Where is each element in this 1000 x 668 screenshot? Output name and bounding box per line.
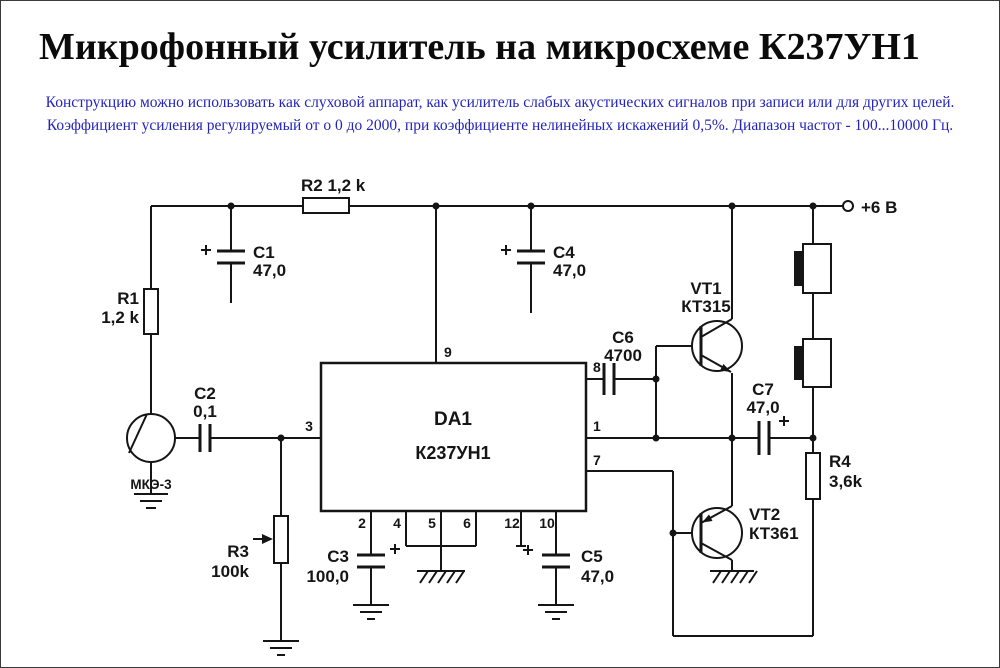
c3-value: 100,0 [306,567,349,586]
pin-7: 7 [593,452,601,468]
pin-12: 12 [504,515,520,531]
c2-name: C2 [194,384,216,403]
ic-da1: DA1 К237УН1 9 3 8 1 7 2 4 5 6 12 10 [305,206,601,531]
pin-2: 2 [358,515,366,531]
pin-9: 9 [444,344,452,360]
vt1-part: КТ315 [681,297,731,316]
c7-polarity-plus [779,416,789,426]
pin-3: 3 [305,418,313,434]
ic-name: DA1 [434,409,472,430]
c1-value: 47,0 [253,261,286,280]
transistor-vt2: VT2 КТ361 [586,438,813,637]
c2-value: 0,1 [193,402,217,421]
c1-name: C1 [253,243,275,262]
capacitor-c5: C5 47,0 [523,511,614,620]
resistor-r1: R1 1,2 k [101,206,159,414]
potentiometer-r3: R3 100k [211,438,299,656]
r4-value: 3,6k [829,472,863,491]
pin-8: 8 [593,359,601,375]
page-title: Микрофонный усилитель на микросхеме К237… [39,26,920,68]
capacitor-c1: C1 47,0 [201,206,286,303]
vt2-part: КТ361 [749,524,799,543]
mic-label: МКЭ-3 [130,477,172,492]
capacitor-c3: C3 100,0 [306,511,400,620]
capacitor-c6: C6 4700 [586,328,701,442]
ic-part: К237УН1 [415,443,490,463]
r3-name: R3 [227,542,249,561]
resistor-r4: R4 3,6k [805,438,863,636]
pin-1: 1 [593,418,601,434]
c6-value: 4700 [604,346,642,365]
c4-name: C4 [553,243,575,262]
pin-4: 4 [393,515,401,531]
power-rail: +6 В [151,198,897,217]
c6-name: C6 [612,328,634,347]
pin-10: 10 [539,515,555,531]
phone-capsule-1 [802,243,832,294]
phone-capsule-2 [802,338,832,388]
capacitor-c2: C2 0,1 [175,384,321,452]
c7-name: C7 [752,380,774,399]
c5-name: C5 [581,547,603,566]
r1-name: R1 [117,289,139,308]
r4-name: R4 [829,452,851,471]
description: Конструкцию можно использовать как слухо… [1,91,999,137]
speaker-load [794,206,832,438]
description-line-1: Конструкцию можно использовать как слухо… [45,94,955,111]
resistor-r2: R2 1,2 k [301,176,366,214]
c5-polarity-plus [523,545,533,555]
microphone: МКЭ-3 [126,413,176,509]
c4-value: 47,0 [553,261,586,280]
c7-value: 47,0 [746,398,779,417]
c3-polarity-plus [390,544,400,554]
capacitor-c7: C7 47,0 [586,380,817,455]
c5-value: 47,0 [581,567,614,586]
vt1-name: VT1 [690,279,721,298]
power-label: +6 В [861,198,897,217]
ground-ic [405,511,526,584]
transistor-vt1: VT1 КТ315 [681,206,743,442]
c4-polarity-plus [501,245,511,255]
pin-6: 6 [463,515,471,531]
c3-name: C3 [327,547,349,566]
description-line-2: Коэффициент усиления регулируемый от о 0… [46,117,954,134]
r3-value: 100k [211,562,249,581]
c1-polarity-plus [201,245,211,255]
pin-5: 5 [428,515,436,531]
r2-label: R2 1,2 k [301,176,366,195]
r1-value: 1,2 k [101,308,139,327]
vt2-name: VT2 [749,505,780,524]
capacitor-c4: C4 47,0 [501,206,586,313]
